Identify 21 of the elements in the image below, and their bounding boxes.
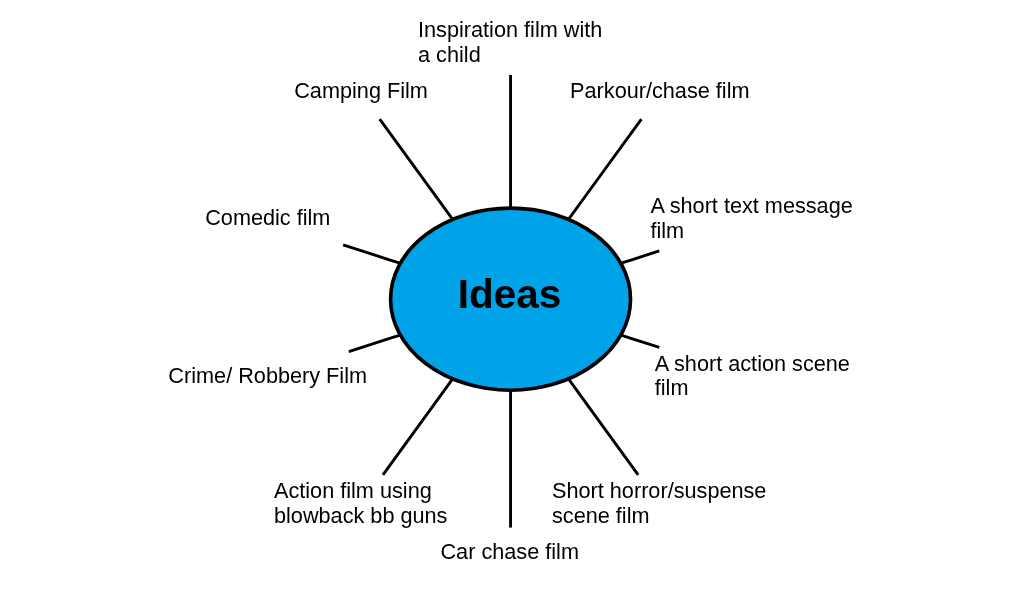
node-text: A short text message film <box>650 193 853 243</box>
node-text: Parkour/chase film <box>570 77 750 103</box>
connector <box>342 243 401 265</box>
connector <box>567 378 640 476</box>
connector <box>567 118 643 221</box>
connector <box>509 74 512 208</box>
node-text: Inspiration film with a child <box>418 16 603 67</box>
connector <box>348 333 401 354</box>
node-ellipse: Ideas <box>388 206 633 393</box>
node-text: Short horror/suspense scene film <box>552 478 767 528</box>
connector <box>620 333 660 349</box>
node-text: Action film using blowback bb guns <box>273 478 448 528</box>
node-text: Camping Film <box>294 77 428 103</box>
connector <box>378 118 454 221</box>
node-text: Car chase film <box>440 539 579 565</box>
node-text: Crime/ Robbery Film <box>168 363 368 389</box>
connector <box>509 390 512 528</box>
node-text: Comedic film <box>205 205 331 231</box>
node-text: A short action scene film <box>654 350 850 401</box>
connector <box>381 378 454 476</box>
connector <box>620 249 660 265</box>
